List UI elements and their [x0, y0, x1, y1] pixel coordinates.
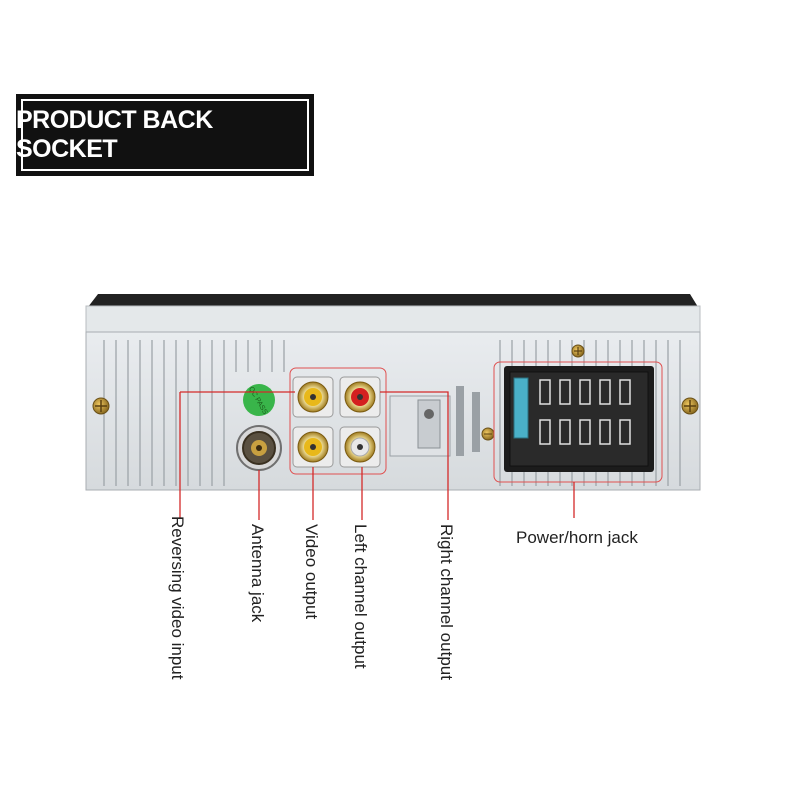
callout-right [380, 391, 449, 520]
connector-pin [539, 419, 551, 445]
label-power-horn-jack: Power/horn jack [516, 528, 638, 547]
banner-title: PRODUCT BACK SOCKET [16, 106, 213, 163]
screw-top [571, 344, 585, 358]
screw-left [92, 397, 110, 415]
mount-bracket [389, 386, 480, 457]
rca-left-channel [339, 426, 381, 468]
connector-pin [539, 379, 551, 405]
power-horn-connector [504, 366, 654, 472]
rca-reversing-input [292, 376, 334, 418]
top-sheet [85, 305, 701, 335]
connector-pin [559, 419, 571, 445]
antenna-jack [236, 425, 282, 471]
screw-right [681, 397, 699, 415]
qc-sticker: QC PASS [243, 384, 275, 416]
power-jack-outline [493, 361, 663, 483]
connector-pin [619, 379, 631, 405]
label-video-output: Video output [302, 524, 321, 620]
connector-pin [619, 419, 631, 445]
connector-pin [559, 379, 571, 405]
label-right-channel-output: Right channel output [437, 524, 456, 680]
callout-lines [179, 391, 575, 520]
connector-pin [599, 419, 611, 445]
connector-pin [579, 419, 591, 445]
rca-video-output [292, 426, 334, 468]
banner-border [21, 99, 309, 171]
title-banner: PRODUCT BACK SOCKET [16, 94, 314, 176]
top-edge [88, 294, 698, 307]
callout-reversing [179, 391, 295, 518]
connector-pin [599, 379, 611, 405]
label-left-channel-output: Left channel output [351, 524, 370, 669]
rca-group-outline [289, 367, 387, 475]
screw-small-2 [481, 427, 495, 441]
fuse [513, 377, 529, 439]
rca-right-channel [339, 376, 381, 418]
label-reversing-video-input: Reversing video input [168, 516, 187, 680]
label-antenna-jack: Antenna jack [248, 524, 267, 623]
connector-pin [579, 379, 591, 405]
